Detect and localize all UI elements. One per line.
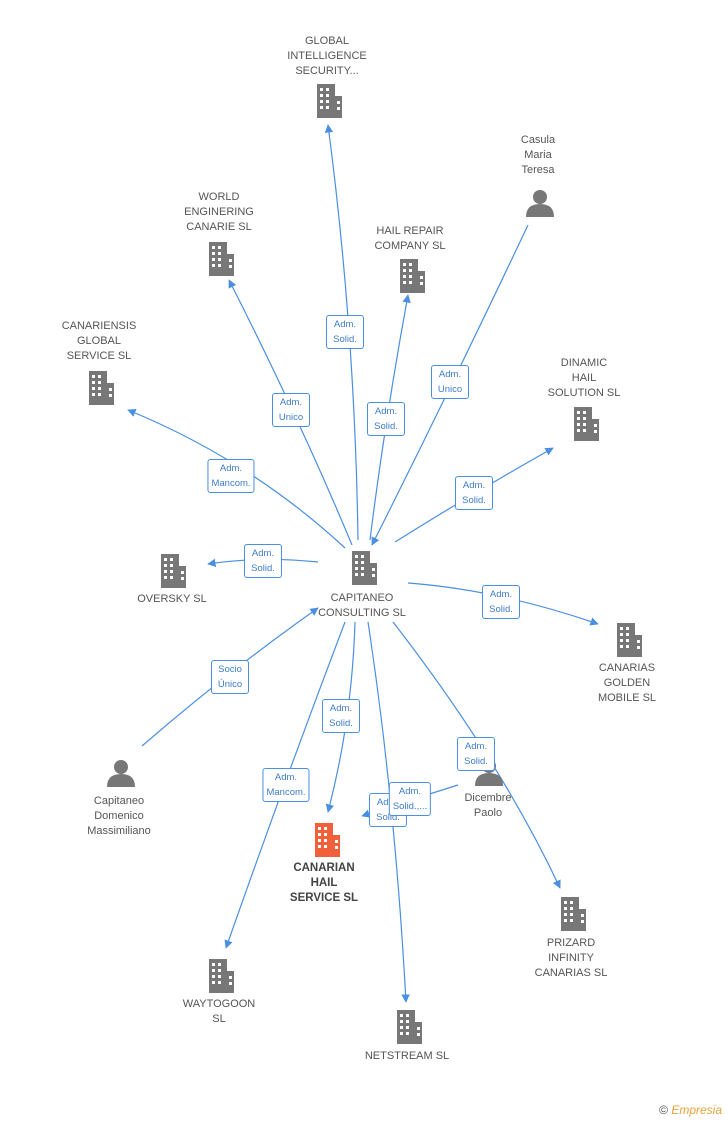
node-label-canariensis[interactable]: CANARIENSIS GLOBAL SERVICE SL <box>61 320 137 362</box>
role-badge: Adm. Mancom. <box>262 768 310 802</box>
person-icon-capitaneo-domenico <box>107 760 135 787</box>
building-icon-canarian-hail <box>315 823 340 857</box>
node-label-canarian-hail[interactable]: CANARIAN HAIL SERVICE SL <box>289 862 359 904</box>
node-label-hail-repair[interactable]: HAIL REPAIR COMPANY SL <box>374 225 446 252</box>
person-icon-casula <box>526 190 554 217</box>
node-label-capitaneo-domenico[interactable]: Capitaneo Domenico Massimiliano <box>87 795 151 837</box>
building-icon-hail-repair <box>400 259 425 293</box>
building-icon-canarias-golden <box>617 623 642 657</box>
building-icon-oversky <box>161 554 186 588</box>
node-label-netstream[interactable]: NETSTREAM SL <box>364 1050 450 1062</box>
role-badge: Adm. Solid. <box>367 402 405 436</box>
node-label-world-eng[interactable]: WORLD ENGINERING CANARIE SL <box>184 191 254 233</box>
node-label-waytogoon[interactable]: WAYTOGOON SL <box>182 998 256 1025</box>
role-badge: Adm. Solid. <box>322 699 360 733</box>
node-label-dinamic[interactable]: DINAMIC HAIL SOLUTION SL <box>547 357 621 399</box>
role-badge: Adm. Solid. <box>244 544 282 578</box>
role-badge: Socio Único <box>211 660 249 694</box>
role-badge: Adm. Mancom. <box>207 459 255 493</box>
node-label-dicembre[interactable]: Dicembre Paolo <box>464 792 512 819</box>
copyright-icon: © <box>659 1103 668 1117</box>
node-label-oversky[interactable]: OVERSKY SL <box>137 593 207 605</box>
node-label-global-intel[interactable]: GLOBAL INTELLIGENCE SECURITY... <box>287 35 367 77</box>
role-badge: Adm. Solid. <box>482 585 520 619</box>
building-icon-capitaneo-consulting <box>352 551 377 585</box>
footer-brand[interactable]: © Empresia <box>659 1103 722 1117</box>
building-icon-global-intel <box>317 84 342 118</box>
role-badge: Adm. Solid. <box>326 315 364 349</box>
building-icon-dinamic <box>574 407 599 441</box>
node-label-canarias-golden[interactable]: CANARIAS GOLDEN MOBILE SL <box>597 662 657 704</box>
node-label-capitaneo-consulting[interactable]: CAPITANEO CONSULTING SL <box>318 592 406 619</box>
role-badge: Adm. Solid.,... <box>388 782 432 816</box>
brand-logo: Empresia <box>671 1103 722 1117</box>
building-icon-netstream <box>397 1010 422 1044</box>
role-badge: Adm. Solid. <box>455 476 493 510</box>
building-icon-world-eng <box>209 242 234 276</box>
building-icon-prizard <box>561 897 586 931</box>
building-icon-waytogoon <box>209 959 234 993</box>
role-badge: Adm. Unico <box>431 365 469 399</box>
role-badge: Adm. Solid. <box>457 737 495 771</box>
building-icon-canariensis <box>89 371 114 405</box>
node-label-casula[interactable]: Casula Maria Teresa <box>520 134 556 176</box>
node-label-prizard[interactable]: PRIZARD INFINITY CANARIAS SL <box>534 937 608 979</box>
role-badge: Adm. Unico <box>272 393 310 427</box>
